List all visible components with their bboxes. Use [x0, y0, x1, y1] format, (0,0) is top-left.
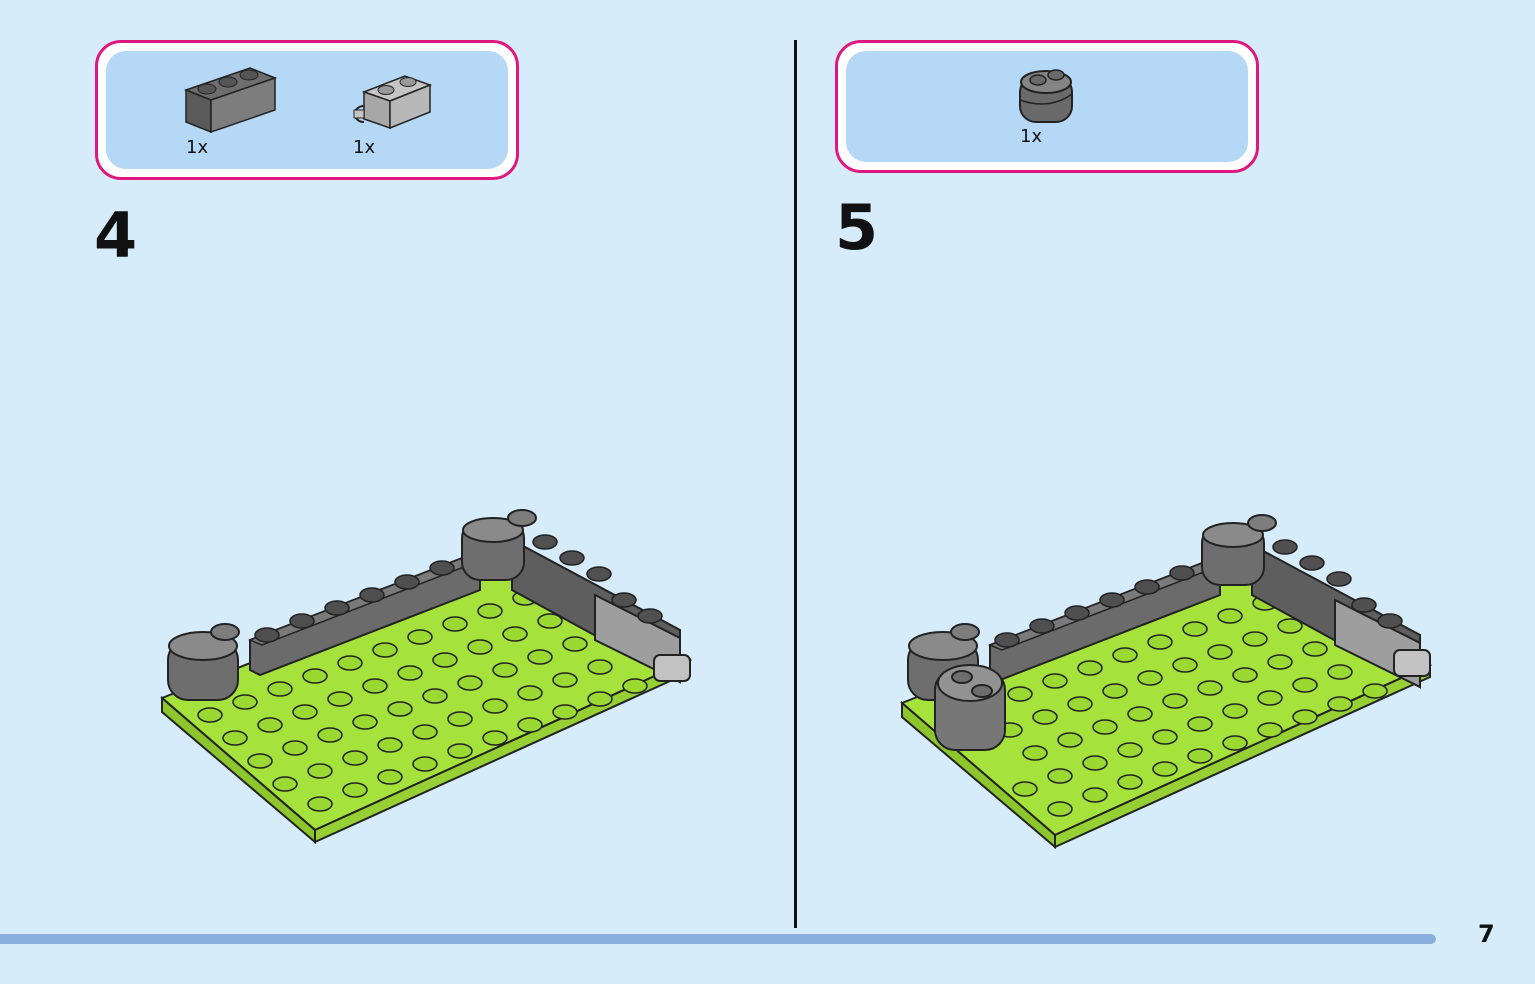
step-5-part-1-quantity: 1x	[1020, 126, 1043, 147]
step-4-part-2-quantity: 1x	[353, 137, 376, 158]
page-number: 7	[1478, 920, 1495, 948]
footer-bar	[0, 934, 1436, 944]
parts-box-inner	[106, 51, 508, 169]
light-gray-1x2-clip-brick-icon	[353, 75, 433, 130]
step-4-number: 4	[94, 199, 138, 272]
step-4-part-1-quantity: 1x	[186, 137, 209, 158]
step-4-parts-box	[95, 40, 519, 180]
dark-gray-hinge-brick-icon	[1019, 69, 1073, 123]
step-5-number: 5	[835, 191, 879, 264]
step-4-model-illustration	[160, 509, 693, 845]
dark-gray-1x3-brick-icon	[183, 67, 278, 134]
step-5-model-illustration	[900, 514, 1433, 850]
step-divider	[794, 40, 797, 928]
